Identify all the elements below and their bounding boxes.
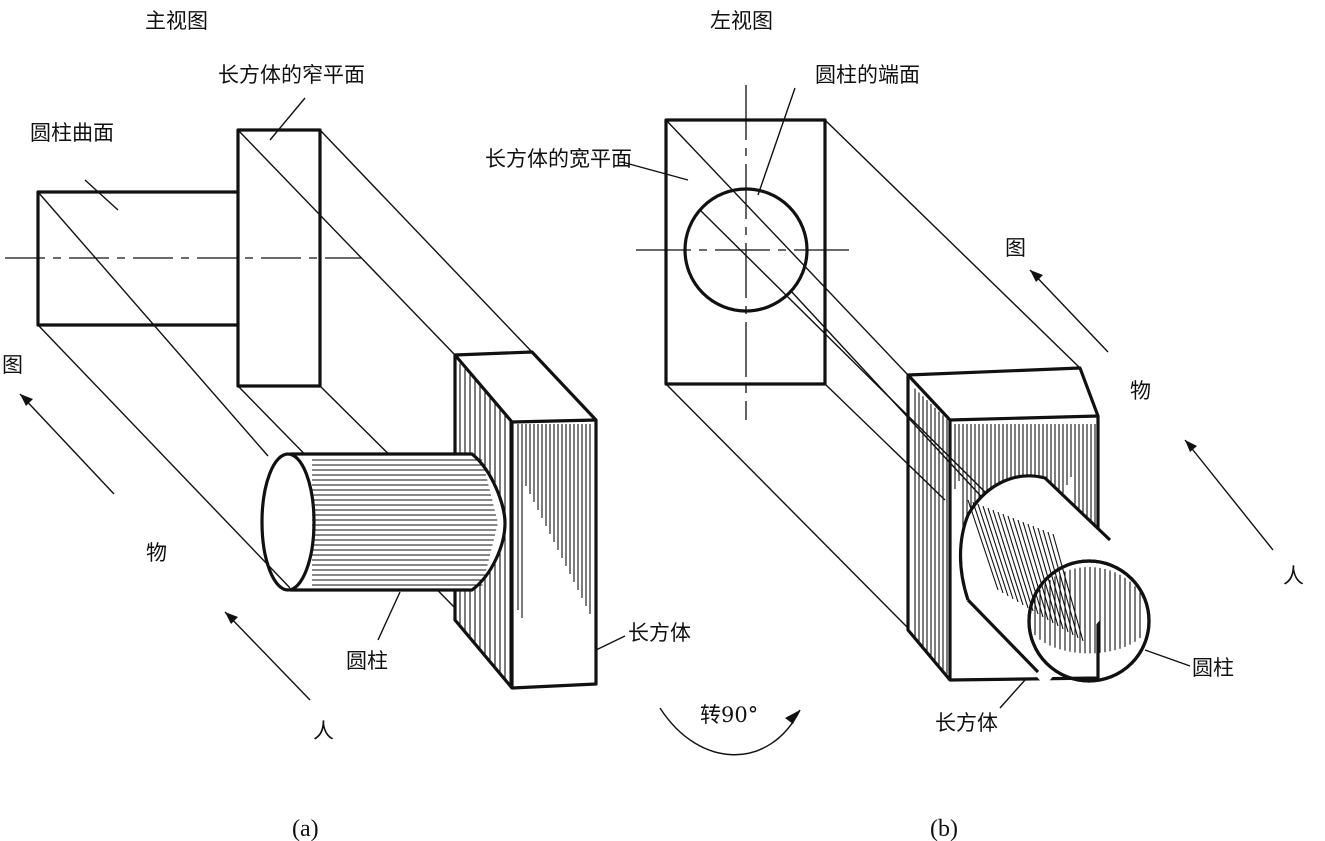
box-b-outline bbox=[906, 366, 1100, 682]
cylinder-a bbox=[260, 452, 507, 592]
caption-b: (b) bbox=[930, 816, 958, 841]
shading-stroke bbox=[1037, 527, 1069, 633]
arrow-to-figure-b bbox=[1029, 269, 1109, 353]
projection-line bbox=[37, 324, 293, 591]
label-cylinder-a: 圆柱 bbox=[346, 649, 388, 673]
leader-box-a bbox=[595, 635, 626, 651]
shading-stroke bbox=[1022, 521, 1054, 624]
shading-stroke bbox=[992, 509, 1024, 606]
box-a-outline bbox=[453, 350, 598, 690]
cylinder-a-fill bbox=[290, 454, 505, 590]
projection-line bbox=[319, 129, 533, 353]
leader-narrow-face bbox=[269, 97, 306, 141]
shading-stroke bbox=[987, 507, 1019, 603]
projection-line bbox=[824, 383, 946, 501]
word-figure-a: 图 bbox=[2, 353, 23, 377]
arrowhead bbox=[20, 394, 33, 406]
cylinder-b-end-hatching bbox=[1034, 567, 1141, 654]
arrowhead bbox=[1030, 270, 1043, 282]
shading-stroke bbox=[967, 499, 999, 591]
leader-end-face bbox=[757, 87, 796, 196]
shading-stroke bbox=[982, 505, 1014, 600]
cylinder-b-hatching bbox=[967, 499, 1084, 642]
word-figure-b: 图 bbox=[1005, 236, 1026, 260]
shading-stroke bbox=[1012, 517, 1044, 618]
shading-stroke bbox=[977, 503, 1009, 597]
projection-line bbox=[237, 129, 456, 356]
shading-stroke bbox=[1052, 533, 1084, 642]
label-end-face: 圆柱的端面 bbox=[815, 63, 920, 87]
view-a: 主视图 长方体的窄平面 圆柱曲 bbox=[2, 9, 691, 841]
label-box-a: 长方体 bbox=[628, 621, 691, 645]
caption-a: (a) bbox=[292, 816, 319, 841]
cylinder-b bbox=[958, 474, 1151, 686]
rotate-label: 转90° bbox=[700, 703, 758, 727]
box-a-edges bbox=[453, 353, 597, 688]
cylinder-a-hatching bbox=[312, 459, 498, 586]
word-object-a: 物 bbox=[146, 541, 167, 565]
box-b-front-hatching bbox=[914, 388, 948, 674]
rotation-arrowhead bbox=[785, 710, 800, 724]
leader-box-b bbox=[999, 679, 1026, 709]
arrow-person-to-object-b bbox=[1184, 439, 1274, 551]
shading-stroke bbox=[1017, 519, 1049, 621]
label-wide-face: 长方体的宽平面 bbox=[485, 147, 632, 171]
projection-line bbox=[665, 383, 909, 629]
arrow-to-figure-a bbox=[19, 393, 115, 495]
view-b-title: 左视图 bbox=[710, 9, 773, 33]
arrow-person-to-object-a bbox=[224, 611, 311, 701]
cylinder-b-body bbox=[958, 474, 1112, 601]
word-person-b: 人 bbox=[1283, 564, 1304, 588]
projection-line bbox=[665, 119, 909, 376]
label-cylinder-b: 圆柱 bbox=[1192, 656, 1234, 680]
word-object-b: 物 bbox=[1130, 379, 1151, 403]
view-b: 左视图 bbox=[485, 9, 1304, 841]
cylinder-a-end-face bbox=[260, 452, 316, 592]
arrowhead bbox=[1185, 440, 1197, 452]
rotation-arc bbox=[659, 707, 801, 756]
leader-cylinder-a bbox=[377, 591, 401, 641]
cylinder-b-end-outline bbox=[1027, 559, 1151, 683]
cylinder-a-body bbox=[290, 452, 507, 592]
shading-stroke bbox=[972, 501, 1004, 594]
box-a-front-hatching bbox=[517, 424, 591, 618]
leader-cylinder-b bbox=[1144, 649, 1191, 667]
cylinder-b-bottom-edge bbox=[966, 598, 1040, 674]
box-b-edges bbox=[906, 373, 1099, 680]
projection-line bbox=[37, 191, 269, 457]
shading-stroke bbox=[1027, 523, 1059, 627]
shading-stroke bbox=[997, 511, 1029, 609]
leader-wide-face bbox=[621, 161, 689, 181]
shading-stroke bbox=[1047, 531, 1079, 639]
projection-line bbox=[699, 209, 986, 493]
shading-stroke bbox=[1042, 529, 1074, 636]
word-person-a: 人 bbox=[313, 719, 334, 743]
arrowhead bbox=[225, 612, 238, 624]
shading-stroke bbox=[1002, 513, 1034, 612]
label-cylinder-surface: 圆柱曲面 bbox=[30, 121, 114, 145]
view-a-title: 主视图 bbox=[145, 9, 208, 33]
leader-cyl-surface bbox=[84, 179, 119, 211]
projection-line bbox=[824, 119, 1081, 369]
label-narrow-face: 长方体的窄平面 bbox=[218, 63, 365, 87]
label-box-b: 长方体 bbox=[935, 711, 998, 735]
